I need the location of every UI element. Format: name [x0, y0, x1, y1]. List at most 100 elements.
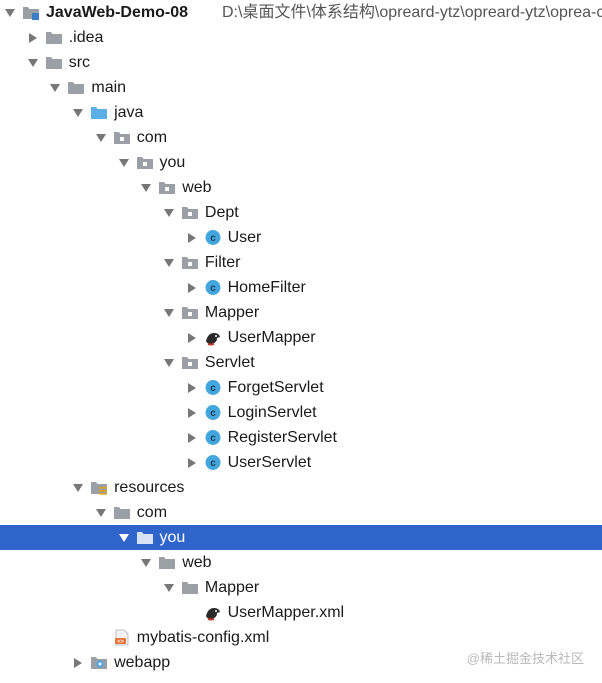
- chevron-right-icon[interactable]: [186, 425, 198, 450]
- chevron-right-icon[interactable]: [186, 400, 198, 425]
- package-icon: [113, 129, 131, 146]
- folder-icon: [45, 29, 63, 46]
- tree-item-label: UserMapper: [227, 329, 316, 346]
- class-icon: c: [204, 229, 222, 246]
- tree-row-mapper[interactable]: Mapper: [0, 575, 602, 600]
- tree-item-label: Dept: [204, 204, 239, 221]
- tree-row-idea[interactable]: .idea: [0, 25, 602, 50]
- tree-row-main[interactable]: main: [0, 75, 602, 100]
- chevron-down-icon[interactable]: [118, 525, 130, 550]
- project-path: D:\桌面文件\体系结构\opreard-ytz\opreard-ytz\opr…: [222, 4, 602, 21]
- resources-folder-icon: [90, 479, 108, 496]
- chevron-down-icon[interactable]: [72, 100, 84, 125]
- svg-text:<>: <>: [117, 638, 124, 645]
- tree-item-label: ForgetServlet: [227, 379, 324, 396]
- tree-item-label: HomeFilter: [227, 279, 306, 296]
- chevron-down-icon[interactable]: [163, 350, 175, 375]
- chevron-right-icon[interactable]: [186, 225, 198, 250]
- tree-item-label: UserServlet: [227, 454, 312, 471]
- tree-item-label: web: [182, 554, 212, 571]
- chevron-down-icon[interactable]: [163, 300, 175, 325]
- tree-row-you[interactable]: you: [0, 525, 602, 550]
- tree-item-label: main: [91, 79, 127, 96]
- svg-text:c: c: [210, 433, 216, 444]
- tree-row-servlet[interactable]: Servlet: [0, 350, 602, 375]
- chevron-right-icon[interactable]: [186, 275, 198, 300]
- package-icon: [158, 179, 176, 196]
- tree-row-you[interactable]: you: [0, 150, 602, 175]
- tree-item-label: resources: [114, 479, 185, 496]
- watermark: @稀土掘金技术社区: [466, 651, 584, 666]
- tree-item-label: .idea: [68, 29, 104, 46]
- tree-row-java[interactable]: java: [0, 100, 602, 125]
- chevron-down-icon[interactable]: [95, 500, 107, 525]
- tree-row-resources[interactable]: resources: [0, 475, 602, 500]
- tree-row-mybatis-config-xml[interactable]: <> mybatis-config.xml: [0, 625, 602, 650]
- tree-row-dept[interactable]: Dept: [0, 200, 602, 225]
- chevron-down-icon[interactable]: [4, 0, 16, 25]
- folder-icon: [136, 529, 154, 546]
- tree-row-com[interactable]: com: [0, 125, 602, 150]
- svg-text:c: c: [210, 408, 216, 419]
- tree-row-usermapper[interactable]: UserMapper: [0, 325, 602, 350]
- package-icon: [181, 354, 199, 371]
- chevron-down-icon[interactable]: [118, 150, 130, 175]
- chevron-down-icon[interactable]: [27, 50, 39, 75]
- tree-row-registerservlet[interactable]: c RegisterServlet: [0, 425, 602, 450]
- chevron-down-icon[interactable]: [72, 475, 84, 500]
- tree-row-web[interactable]: web: [0, 550, 602, 575]
- tree-row-usermapper-xml[interactable]: UserMapper.xml: [0, 600, 602, 625]
- chevron-down-icon[interactable]: [163, 250, 175, 275]
- tree-item-label: Servlet: [204, 354, 255, 371]
- tree-row-mapper[interactable]: Mapper: [0, 300, 602, 325]
- tree-item-label: mybatis-config.xml: [136, 629, 270, 646]
- chevron-down-icon[interactable]: [140, 175, 152, 200]
- source-folder-icon: [90, 104, 108, 121]
- class-icon: c: [204, 404, 222, 421]
- class-icon: c: [204, 279, 222, 296]
- tree-item-label: Mapper: [204, 304, 260, 321]
- tree-item-label: you: [159, 529, 186, 546]
- tree-item-label: User: [227, 229, 262, 246]
- tree-row-com[interactable]: com: [0, 500, 602, 525]
- class-icon: c: [204, 379, 222, 396]
- tree-item-label: web: [182, 179, 212, 196]
- chevron-down-icon[interactable]: [163, 200, 175, 225]
- tree-row-forgetservlet[interactable]: c ForgetServlet: [0, 375, 602, 400]
- tree-row-src[interactable]: src: [0, 50, 602, 75]
- tree-item-label: com: [136, 129, 168, 146]
- mybatis-bird-icon: [204, 329, 222, 346]
- tree-item-label: Mapper: [204, 579, 260, 596]
- tree-row-homefilter[interactable]: c HomeFilter: [0, 275, 602, 300]
- folder-icon: [181, 579, 199, 596]
- tree-row-filter[interactable]: Filter: [0, 250, 602, 275]
- folder-icon: [113, 504, 131, 521]
- tree-item-label: webapp: [114, 654, 171, 671]
- chevron-right-icon[interactable]: [186, 450, 198, 475]
- chevron-right-icon[interactable]: [186, 325, 198, 350]
- chevron-down-icon[interactable]: [140, 550, 152, 575]
- package-icon: [181, 254, 199, 271]
- module-folder-icon: [22, 4, 40, 21]
- tree-row-user[interactable]: c User: [0, 225, 602, 250]
- tree-row-webapp[interactable]: webapp: [0, 650, 602, 675]
- tree-item-label: RegisterServlet: [227, 429, 337, 446]
- tree-item-label: java: [114, 104, 144, 121]
- tree-row-web[interactable]: web: [0, 175, 602, 200]
- chevron-down-icon[interactable]: [95, 125, 107, 150]
- web-folder-icon: [90, 654, 108, 671]
- package-icon: [181, 304, 199, 321]
- chevron-right-icon[interactable]: [27, 25, 39, 50]
- tree-item-label: you: [159, 154, 186, 171]
- svg-text:c: c: [210, 383, 216, 394]
- chevron-right-icon[interactable]: [72, 650, 84, 675]
- package-icon: [136, 154, 154, 171]
- chevron-down-icon[interactable]: [49, 75, 61, 100]
- chevron-right-icon[interactable]: [186, 375, 198, 400]
- chevron-down-icon[interactable]: [163, 575, 175, 600]
- class-icon: c: [204, 429, 222, 446]
